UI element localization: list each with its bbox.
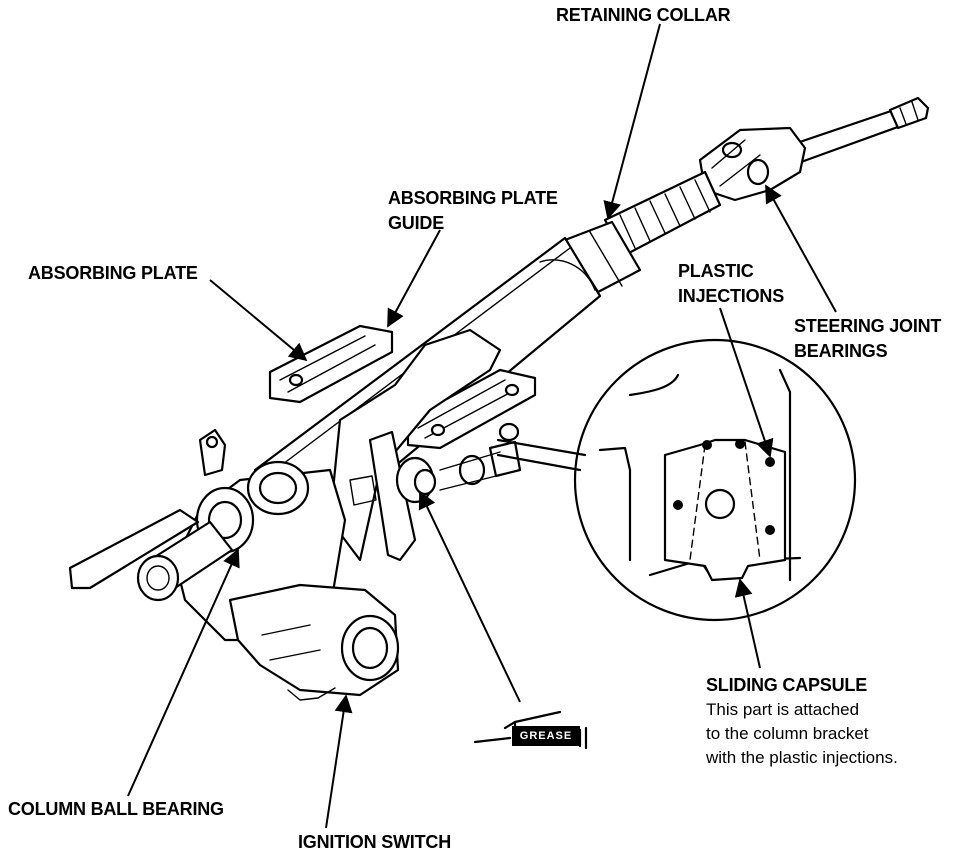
injection-dot — [765, 525, 775, 535]
sliding-capsule-note-line3: with the plastic injections. — [706, 748, 898, 767]
grease-symbol — [473, 710, 588, 750]
leader-lines — [127, 23, 837, 829]
label-steering-joint-bearings: STEERING JOINT — [794, 316, 942, 336]
column-bracket — [328, 328, 522, 562]
label-plastic-injections-line2: INJECTIONS — [678, 286, 785, 306]
injection-dot — [735, 439, 745, 449]
capsule-mount — [395, 451, 501, 504]
grease-label: GREASE — [519, 730, 573, 742]
label-absorbing-plate-guide: ABSORBING PLATE — [388, 188, 558, 208]
label-absorbing-plate: ABSORBING PLATE — [28, 263, 198, 283]
label-steering-joint-bearings-line2: BEARINGS — [794, 341, 888, 361]
label-ignition-switch: IGNITION SWITCH — [298, 832, 451, 852]
steering-joint — [698, 126, 807, 202]
sliding-capsule-note-line2: to the column bracket — [706, 724, 869, 743]
label-column-ball-bearing: COLUMN BALL BEARING — [8, 799, 224, 819]
label-absorbing-plate-guide-line2: GUIDE — [388, 213, 445, 233]
inset-callout — [496, 438, 587, 472]
label-plastic-injections: PLASTIC — [678, 261, 754, 281]
ignition-switch — [228, 583, 400, 701]
shaft-end — [68, 486, 255, 602]
detail-inset — [573, 338, 857, 622]
label-retaining-collar: RETAINING COLLAR — [556, 5, 731, 25]
label-sliding-capsule: SLIDING CAPSULE — [706, 675, 868, 695]
sliding-capsule-note-line1: This part is attached — [706, 700, 860, 719]
injection-dot — [673, 500, 683, 510]
injection-dot — [702, 440, 712, 450]
injection-dot — [765, 457, 775, 467]
absorbing-plate-assembly — [268, 324, 537, 450]
